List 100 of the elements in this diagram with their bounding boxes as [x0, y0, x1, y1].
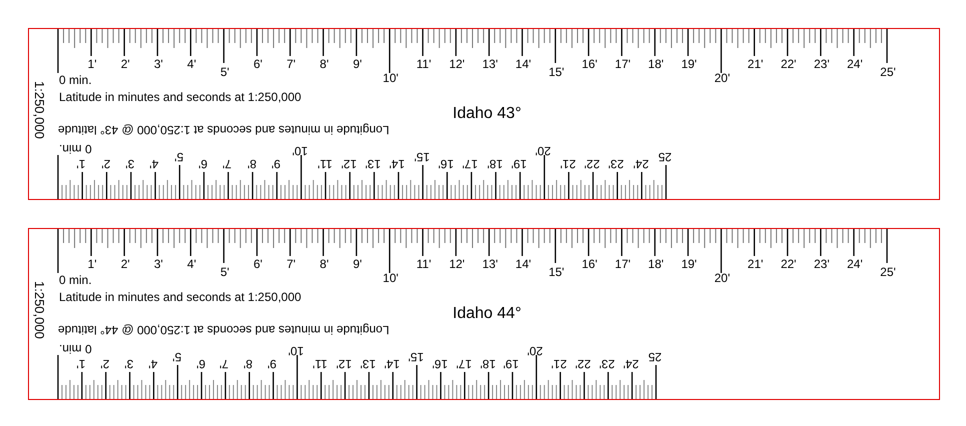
tick-label: 5': [172, 351, 182, 363]
tick-label: 22': [780, 258, 796, 270]
tick-label: 17': [614, 58, 631, 70]
tick-label: 19': [504, 358, 520, 370]
scale-caption: Longitude in minutes and seconds at 1:250,000 @ 43° latitude: [58, 124, 390, 136]
tick-label: 9': [352, 258, 362, 270]
tick-label: 15': [548, 66, 564, 78]
tick-label: 2': [101, 158, 110, 170]
tick-label: 4': [187, 258, 196, 270]
tick-label: 22': [780, 58, 796, 70]
tick-label: 25': [880, 66, 896, 78]
tick-label: 6': [253, 58, 262, 70]
scale-ratio: 1:250,000: [33, 81, 46, 139]
tick-label: 25': [880, 266, 896, 278]
tick-label: 2': [120, 58, 130, 70]
tick-label: 8': [244, 358, 253, 370]
tick-label: 11': [312, 358, 328, 370]
tick-label: 4': [148, 358, 158, 370]
tick-label: 8': [247, 158, 256, 170]
tick-label: 15': [408, 351, 424, 363]
ruler-title: Idaho 44°: [452, 306, 522, 322]
tick-label: 12': [449, 58, 465, 70]
tick-label: 18': [486, 158, 503, 170]
tick-label: 24': [847, 58, 863, 70]
tick-label: 13': [360, 358, 376, 370]
ruler-card: [28, 28, 940, 200]
tick-label: 18': [648, 58, 664, 70]
tick-label: 1': [76, 358, 86, 370]
tick-label: 3': [154, 258, 163, 270]
tick-label: 16': [438, 158, 454, 170]
tick-label: 20': [714, 72, 730, 84]
tick-label: 25: [658, 151, 672, 163]
tick-label: 21': [748, 58, 764, 70]
tick-label: 24': [632, 158, 648, 170]
tick-label: 12': [336, 358, 352, 370]
tick-label: 11': [416, 58, 432, 70]
tick-label: 15': [548, 266, 564, 278]
tick-label: 17': [456, 358, 472, 370]
tick-label: 4': [187, 58, 196, 70]
ruler-card: [28, 228, 940, 400]
tick-label: 17': [462, 158, 478, 170]
tick-label: 11': [317, 158, 332, 170]
tick-label: 19': [681, 258, 697, 270]
scale-caption: Longitude in minutes and seconds at 1:250,000 @ 44° latitude: [58, 324, 390, 336]
tick-label: 23': [599, 358, 615, 370]
tick-label: 7': [220, 358, 229, 370]
tick-label: 13': [482, 258, 498, 270]
tick-label: 6': [196, 358, 205, 370]
tick-label: 13': [482, 58, 498, 70]
tick-label: 0 min.: [59, 74, 92, 86]
tick-label: 9': [352, 58, 362, 70]
tick-label: 24': [847, 258, 863, 270]
tick-label: 23': [608, 158, 624, 170]
tick-label: 10': [292, 145, 308, 157]
tick-label: 7': [286, 58, 296, 70]
tick-label: 25: [648, 351, 662, 363]
tick-label: 19': [511, 158, 527, 170]
tick-label: 18': [648, 258, 664, 270]
tick-label: 9': [271, 158, 280, 170]
tick-label: 3': [154, 58, 163, 70]
tick-label: 11': [416, 258, 432, 270]
tick-label: 5': [220, 66, 230, 78]
tick-label: 1': [88, 58, 97, 70]
tick-label: 16': [582, 58, 598, 70]
tick-label: 21': [748, 258, 764, 270]
scale-ratio: 1:250,000: [33, 281, 46, 339]
tick-label: 13': [365, 158, 381, 170]
tick-label: 5': [174, 151, 184, 163]
tick-label: 20': [528, 345, 544, 357]
tick-label: 3': [125, 158, 134, 170]
tick-label: 17': [614, 258, 631, 270]
tick-label: 14': [515, 258, 532, 270]
tick-label: 3': [124, 358, 134, 370]
tick-label: 6': [253, 258, 262, 270]
scale-caption: Latitude in minutes and seconds at 1:250,000: [59, 291, 302, 303]
tick-label: 12': [449, 258, 465, 270]
tick-label: 23': [814, 258, 830, 270]
tick-label: 6': [198, 158, 208, 170]
tick-label: 14': [390, 158, 406, 170]
tick-label: 0 min.: [59, 343, 92, 355]
ruler-title: Idaho 43°: [452, 106, 522, 122]
tick-label: 10': [382, 72, 398, 84]
tick-label: 8': [320, 258, 329, 270]
tick-label: 10': [382, 272, 398, 284]
tick-label: 5': [220, 266, 230, 278]
tick-label: 22': [584, 158, 600, 170]
tick-label: 24': [623, 358, 639, 370]
tick-label: 16': [582, 258, 598, 270]
tick-label: 1': [88, 258, 97, 270]
scale-caption: Latitude in minutes and seconds at 1:250,000: [59, 91, 302, 103]
tick-label: 15': [414, 151, 430, 163]
tick-label: 21': [560, 158, 576, 170]
tick-label: 10': [288, 345, 304, 357]
tick-label: 2': [100, 358, 110, 370]
tick-label: 0 min.: [59, 274, 92, 286]
tick-label: 1': [76, 158, 86, 170]
tick-label: 7': [286, 258, 296, 270]
tick-label: 0 min.: [59, 143, 92, 155]
tick-label: 21': [552, 358, 568, 370]
tick-label: 18': [480, 358, 496, 370]
